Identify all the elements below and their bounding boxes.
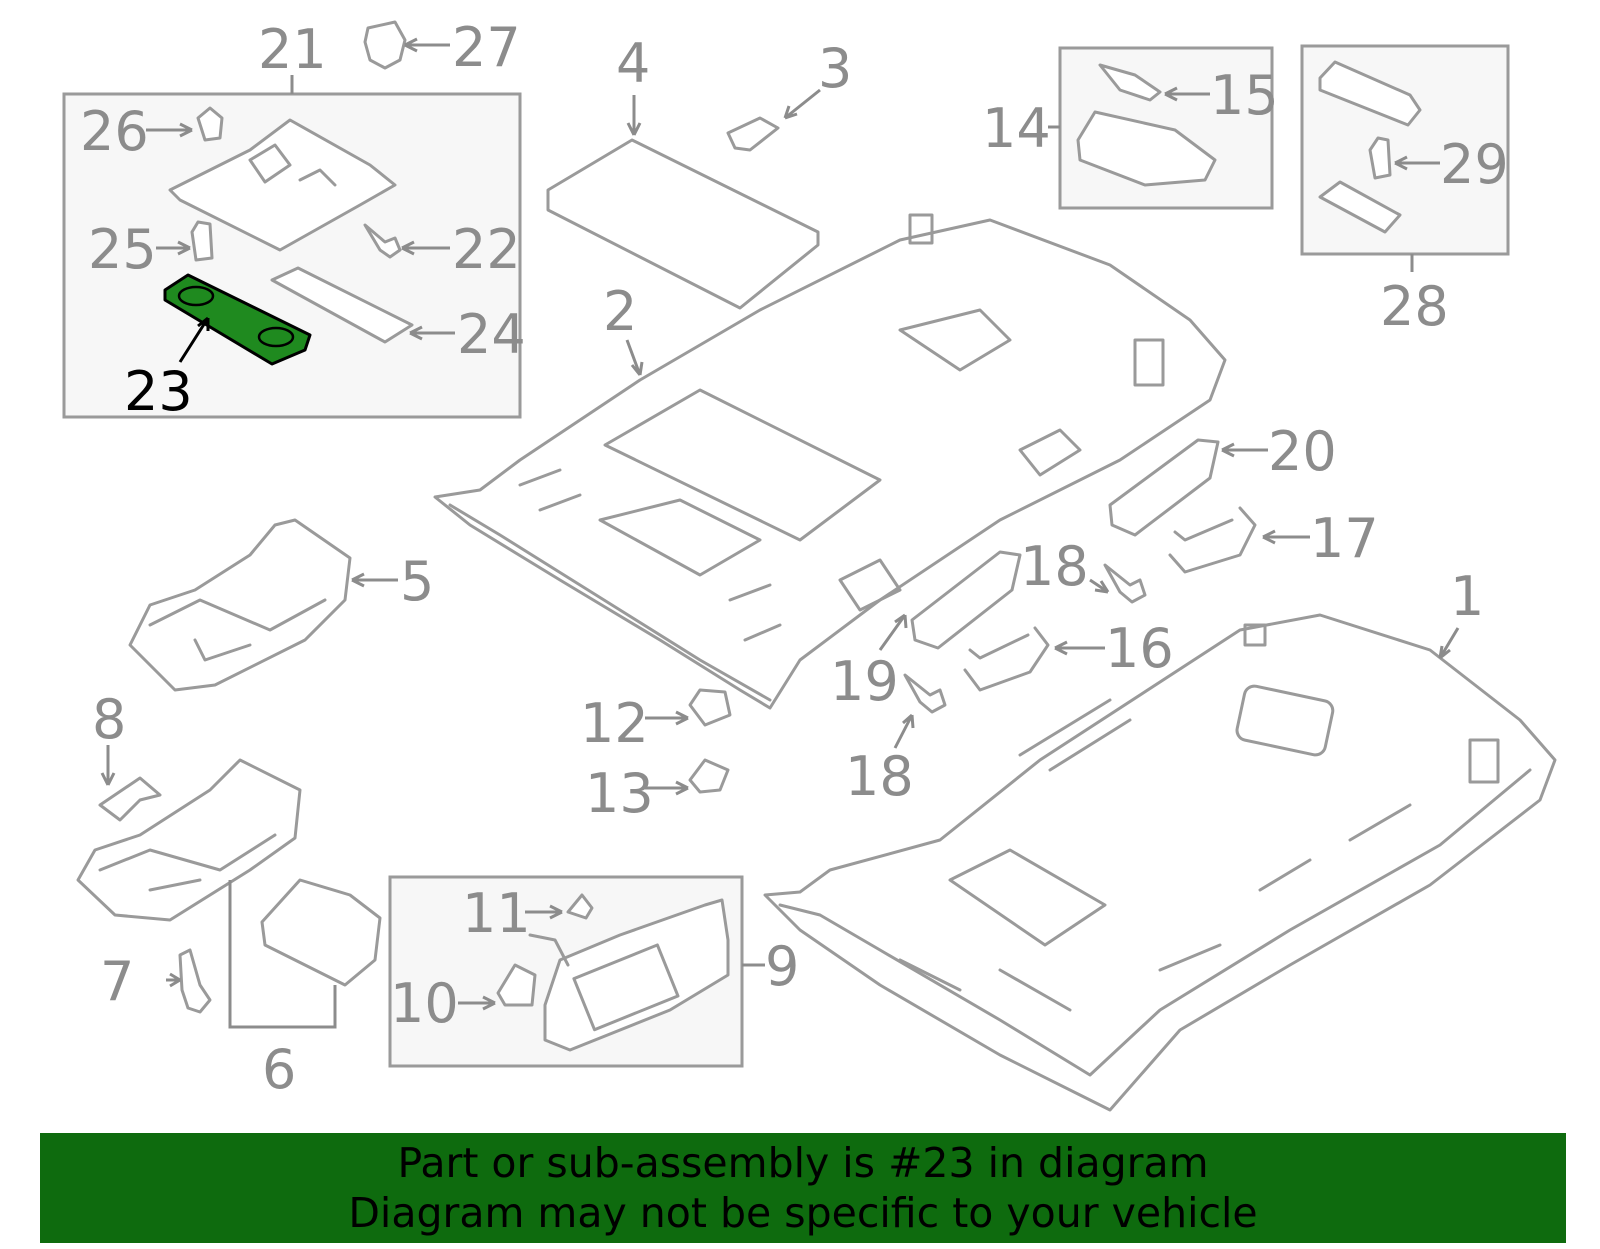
label-11: 11 (462, 882, 531, 945)
leader-27 (404, 37, 450, 53)
leader-12 (645, 710, 689, 726)
part-5-bracket[interactable] (128, 518, 352, 692)
label-14: 14 (982, 97, 1051, 160)
leader-18a (1089, 578, 1110, 594)
leader-4 (626, 95, 642, 136)
leader-20 (1221, 442, 1268, 458)
label-25: 25 (88, 218, 157, 281)
part-17-handle[interactable] (1168, 506, 1257, 574)
leader-16 (1054, 640, 1105, 656)
leader-7 (166, 972, 181, 988)
part-29-bulb[interactable] (1368, 136, 1392, 180)
part-19-bracket[interactable] (910, 550, 1022, 650)
label-5: 5 (400, 550, 434, 613)
label-3: 3 (818, 37, 852, 100)
part-16-handle[interactable] (963, 626, 1050, 692)
part-22-screw[interactable] (363, 223, 402, 259)
part-2-headliner[interactable] (433, 213, 1227, 710)
leader-3 (783, 88, 821, 120)
part-24-pad[interactable] (270, 266, 414, 344)
part-8-clip[interactable] (98, 776, 162, 822)
leader-24 (409, 325, 455, 341)
leader-13 (645, 780, 689, 796)
leader-15 (1164, 86, 1210, 102)
label-19: 19 (830, 650, 899, 713)
leader-18b (893, 713, 915, 749)
label-9: 9 (765, 935, 799, 998)
part-6-bracket[interactable] (76, 758, 302, 922)
label-17: 17 (1310, 507, 1379, 570)
leader-22 (401, 240, 450, 256)
label-29: 29 (1440, 133, 1509, 196)
leader-23 (178, 316, 210, 363)
leader-29 (1394, 155, 1440, 171)
label-28: 28 (1380, 275, 1449, 338)
label-4: 4 (616, 32, 650, 95)
banner-line-1: Part or sub-assembly is #23 in diagram (397, 1139, 1209, 1187)
part-4-panel[interactable] (546, 138, 820, 310)
part-23-hole-b (257, 326, 295, 348)
part-23-hole-a (177, 285, 215, 307)
part-12-clip[interactable] (688, 688, 732, 727)
part-15-bulb[interactable] (1098, 63, 1162, 102)
label-6: 6 (262, 1038, 296, 1101)
part-13-clip[interactable] (688, 758, 730, 794)
part-1-headliner[interactable] (763, 613, 1557, 1112)
part-21-detail (248, 143, 337, 187)
label-27: 27 (452, 16, 521, 79)
label-16: 16 (1105, 617, 1174, 680)
part-25-clip[interactable] (190, 220, 214, 262)
label-24: 24 (457, 303, 526, 366)
label-21: 21 (258, 18, 327, 81)
label-1: 1 (1450, 565, 1484, 628)
part-11-wire (528, 933, 570, 967)
part-7-bolt[interactable] (178, 948, 212, 1014)
label-20: 20 (1268, 420, 1337, 483)
part-28-lamp-top[interactable] (1318, 60, 1422, 127)
leader-26 (146, 122, 193, 138)
part-20-bracket[interactable] (1108, 438, 1220, 537)
part-6-foam[interactable] (260, 878, 382, 987)
label-18b: 18 (845, 745, 914, 808)
leader-8 (100, 745, 116, 786)
label-2: 2 (603, 280, 637, 343)
leader-10 (458, 995, 496, 1011)
part-11-hook[interactable] (566, 893, 594, 920)
label-8: 8 (92, 688, 126, 751)
leader-11 (525, 904, 563, 920)
part-5-detail (148, 598, 327, 662)
part-28-lamp-bottom[interactable] (1318, 180, 1402, 234)
leader-19 (878, 613, 908, 651)
label-13: 13 (585, 762, 654, 825)
label-15: 15 (1210, 64, 1279, 127)
label-22: 22 (452, 218, 521, 281)
label-10: 10 (390, 972, 459, 1035)
part-9-visor[interactable] (543, 898, 730, 1052)
part-9-mirror (572, 943, 680, 1032)
info-banner: Part or sub-assembly is #23 in diagram D… (40, 1133, 1566, 1243)
banner-line-2: Diagram may not be specific to your vehi… (348, 1189, 1258, 1237)
leader-2 (625, 339, 644, 376)
part-18-bolt-b[interactable] (903, 673, 947, 714)
part-21-housing[interactable] (168, 118, 397, 252)
part-10-clip[interactable] (496, 963, 537, 1007)
leader-25 (156, 240, 191, 256)
part-18-bolt-a[interactable] (1103, 563, 1147, 604)
part-14-lamp[interactable] (1076, 110, 1217, 187)
part-27-cap[interactable] (363, 20, 407, 70)
part-26-clip[interactable] (196, 106, 224, 142)
label-7: 7 (100, 950, 134, 1013)
part-3-clip[interactable] (726, 116, 780, 152)
leader-5 (351, 572, 398, 588)
label-12: 12 (580, 692, 649, 755)
label-23: 23 (124, 360, 193, 423)
leader-17 (1262, 529, 1310, 545)
part-6-detail (98, 833, 277, 892)
leader-6 (228, 880, 337, 1029)
leader-1 (1438, 627, 1460, 660)
label-18a: 18 (1020, 535, 1089, 598)
label-26: 26 (80, 100, 149, 163)
